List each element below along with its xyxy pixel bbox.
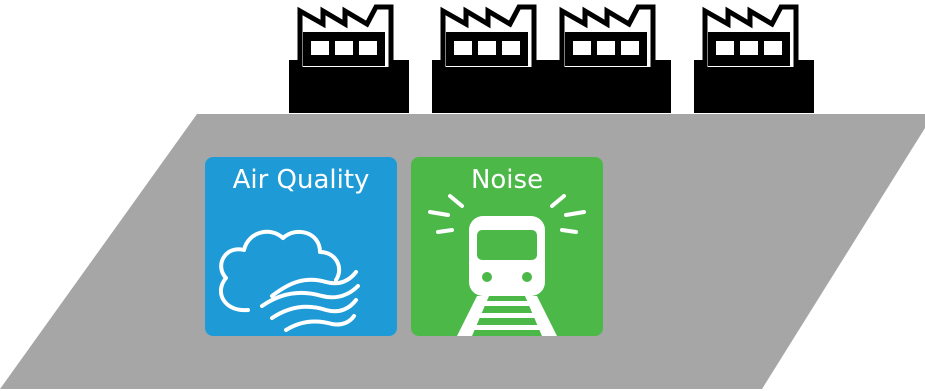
factory-icon <box>551 7 671 113</box>
factory-icon <box>432 7 552 113</box>
train-noise-icon <box>428 194 586 336</box>
air-quality-title: Air Quality <box>233 165 370 195</box>
air-quality-tile: Air Quality <box>205 157 397 336</box>
noise-tile: Noise <box>411 157 603 336</box>
noise-title: Noise <box>471 165 543 195</box>
factory-icon <box>289 7 409 113</box>
factory-icon <box>694 7 814 113</box>
cloud-wind-icon <box>219 229 360 332</box>
